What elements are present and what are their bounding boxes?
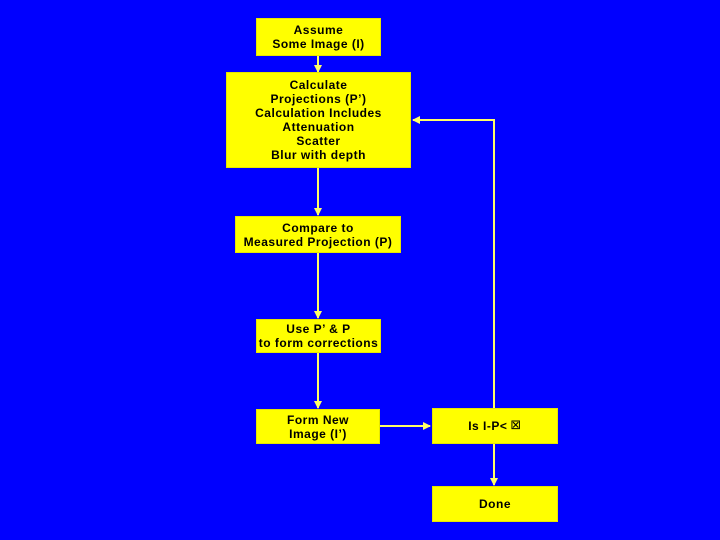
step-assume-image: Assume Some Image (I) — [256, 18, 381, 56]
step-calculate-projections: Calculate Projections (P’) Calculation I… — [226, 72, 411, 168]
step-compare-label: Compare to Measured Projection (P) — [243, 220, 393, 249]
arrow-loop-back-to-calculate — [412, 116, 495, 408]
step-form-new-label: Form New Image (I’) — [286, 412, 349, 441]
step-form-new-image: Form New Image (I’) — [256, 409, 380, 444]
step-compare-projection: Compare to Measured Projection (P) — [235, 216, 401, 253]
step-calculate-label: Calculate Projections (P’) Calculation I… — [255, 78, 382, 162]
step-done-label: Done — [479, 497, 511, 511]
step-convergence-check: Is I-P< ⊠ — [432, 408, 558, 444]
step-corrections-label: Use P’ & P to form corrections — [258, 322, 379, 350]
step-form-corrections: Use P’ & P to form corrections — [256, 319, 381, 353]
step-done: Done — [432, 486, 558, 522]
epsilon-symbol-icon: ⊠ — [510, 418, 522, 433]
step-check-label: Is I-P< — [468, 419, 508, 433]
step-assume-label: Assume Some Image (I) — [272, 23, 365, 51]
